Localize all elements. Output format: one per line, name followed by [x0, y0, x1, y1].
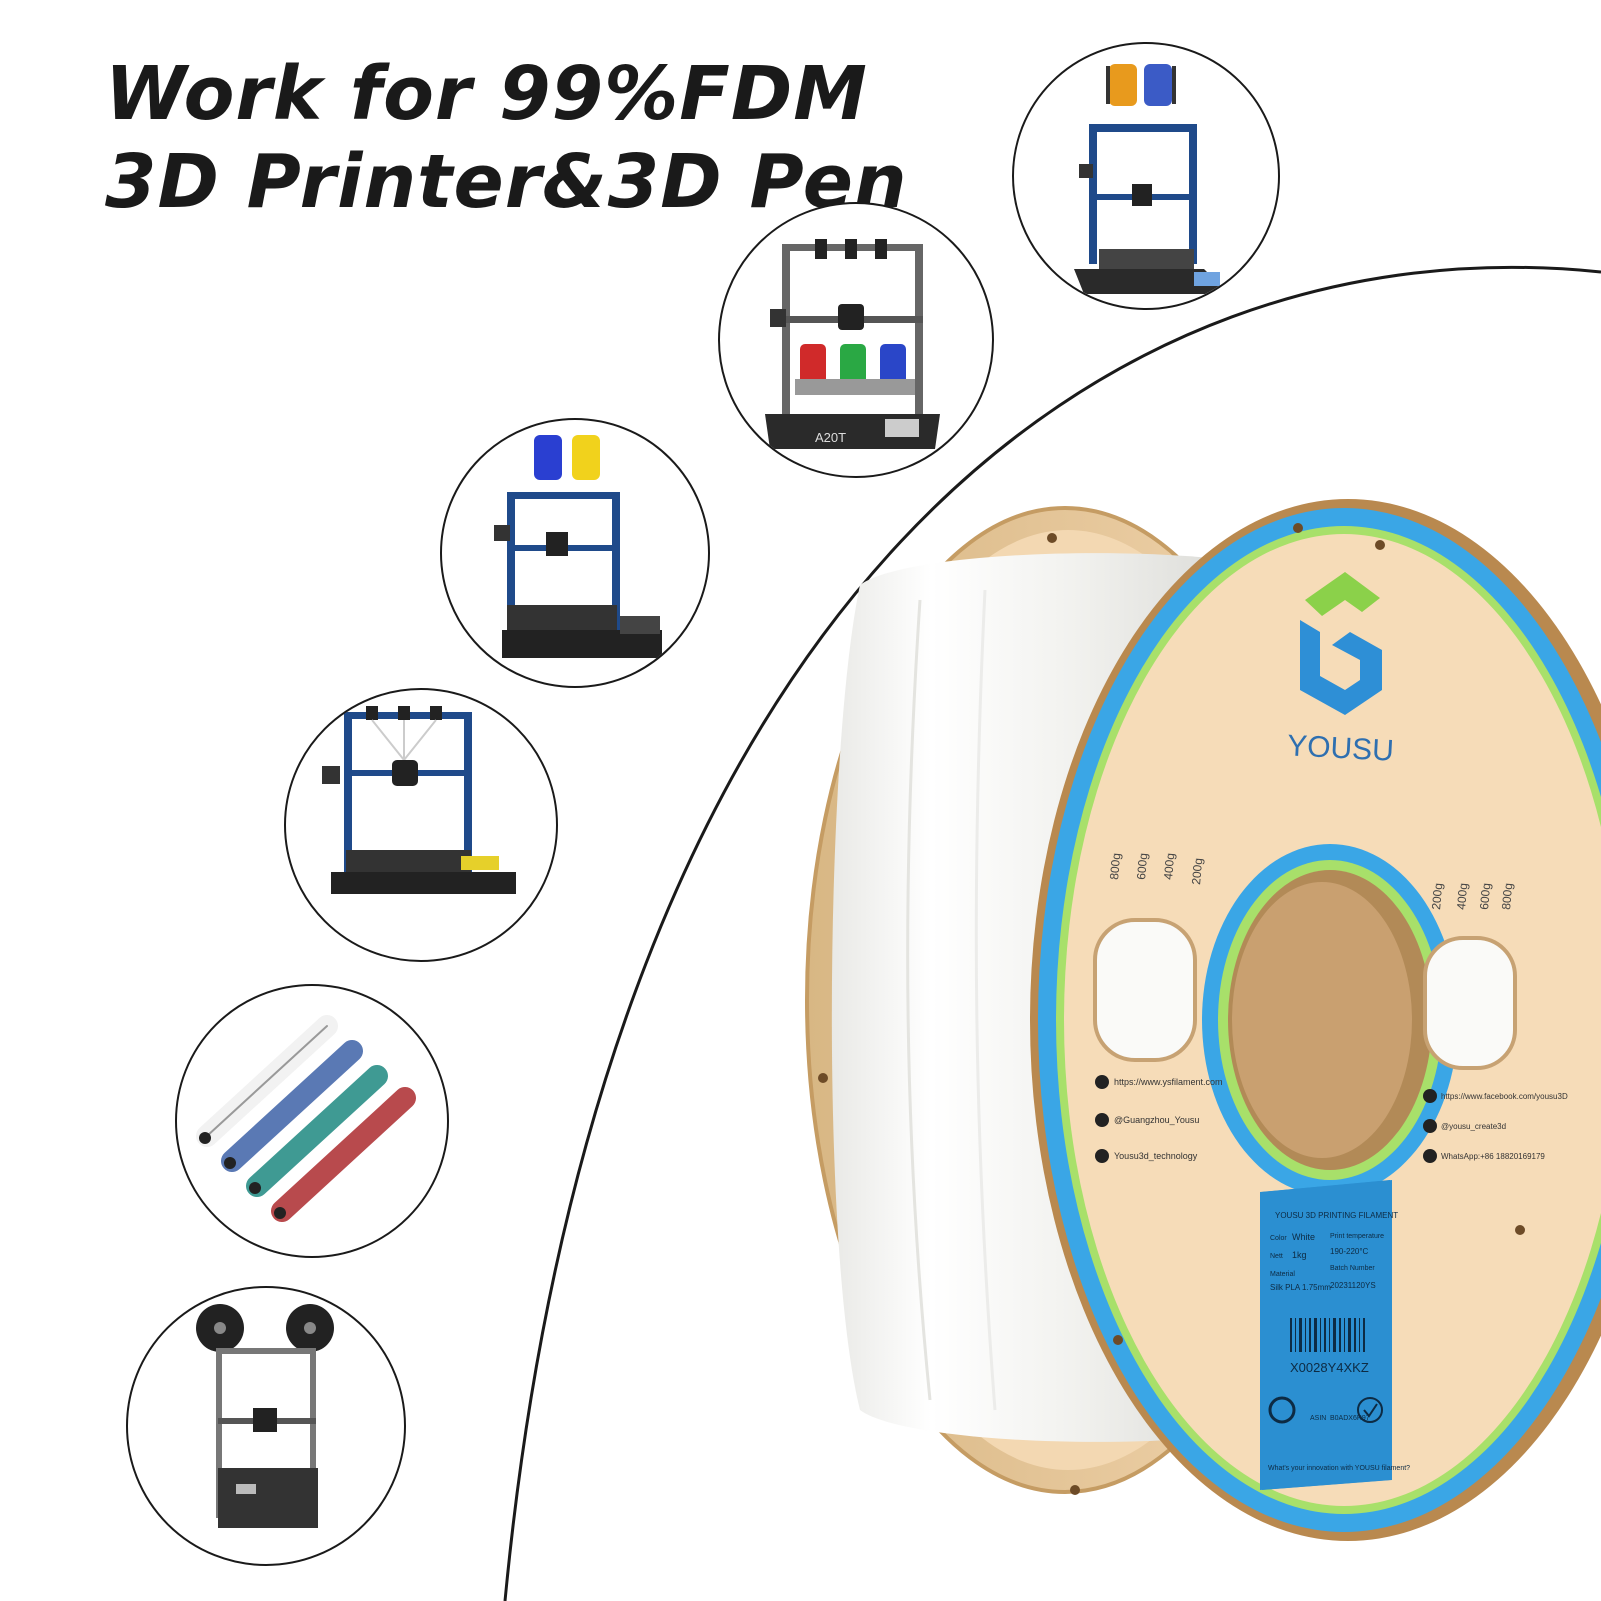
social-text: @Guangzhou_Yousu — [1114, 1115, 1199, 1125]
barcode — [1290, 1318, 1365, 1352]
weight-mark: 600g — [1134, 852, 1150, 880]
product-label: YOUSU 3D PRINTING FILAMENT Color White N… — [1260, 1180, 1410, 1490]
printer-circle-4 — [284, 688, 558, 962]
printer-circle-2: A20T — [718, 202, 994, 478]
weight-mark: 800g — [1499, 882, 1515, 910]
label-title: YOUSU 3D PRINTING FILAMENT — [1275, 1211, 1398, 1220]
headline: Work for 99%FDM 3D Printer&3D Pen — [105, 50, 908, 226]
label-asin-key: ASIN — [1310, 1415, 1326, 1422]
social-text: Yousu3d_technology — [1114, 1151, 1198, 1161]
a20t-printer-image: A20T — [765, 239, 940, 449]
facebook-icon — [1095, 1113, 1109, 1127]
weight-mark: 600g — [1477, 882, 1493, 910]
recycle-icon — [1268, 1396, 1296, 1424]
social-text: WhatsApp:+86 18820169179 — [1441, 1152, 1545, 1161]
headline-line-2: 3D Printer&3D Pen — [105, 139, 908, 225]
large-format-printer-image — [196, 1304, 334, 1528]
twitter-icon — [1423, 1089, 1437, 1103]
whatsapp-icon — [1423, 1149, 1437, 1163]
label-color-key: Color — [1270, 1235, 1287, 1242]
weight-mark: 200g — [1429, 882, 1445, 910]
label-color-value: White — [1292, 1232, 1315, 1242]
barcode-text: X0028Y4XKZ — [1290, 1360, 1369, 1375]
social-text: @yousu_create3d — [1441, 1122, 1506, 1131]
tiktok-icon — [1095, 1149, 1109, 1163]
weight-marks-left: 800g 600g 400g 200g — [1107, 852, 1205, 885]
label-batch-key: Batch Number — [1330, 1265, 1375, 1272]
label-net-value: 1kg — [1292, 1250, 1307, 1260]
weight-marks-right: 200g 400g 600g 800g — [1429, 882, 1515, 910]
a20t-label: A20T — [815, 430, 846, 445]
weight-mark: 400g — [1454, 882, 1470, 910]
label-footer: What's your innovation with YOUSU filame… — [1268, 1465, 1410, 1472]
label-material-value: Silk PLA 1.75mm — [1270, 1283, 1331, 1292]
label-temp-value: 190-220°C — [1330, 1247, 1369, 1256]
label-material-key: Material — [1270, 1271, 1295, 1278]
dual-spool-printer-image — [1074, 64, 1229, 294]
dual-color-printer-image — [494, 435, 662, 658]
weight-mark: 200g — [1189, 857, 1205, 885]
label-net-key: Nett — [1270, 1253, 1283, 1260]
printer-circle-3 — [440, 418, 710, 688]
window-left — [1093, 918, 1197, 1062]
weight-mark: 400g — [1161, 852, 1177, 880]
instagram-icon — [1423, 1119, 1437, 1133]
social-text: https://www.facebook.com/yousu3D — [1441, 1092, 1568, 1101]
weight-mark: 800g — [1107, 852, 1123, 880]
social-right: https://www.facebook.com/yousu3D @yousu_… — [1423, 1089, 1568, 1163]
triple-extruder-printer-image — [322, 706, 516, 894]
yousu-logo-icon — [1300, 572, 1382, 715]
divider-arc — [503, 265, 1601, 1601]
pen-circle — [175, 984, 449, 1258]
check-badge-icon — [1357, 1397, 1383, 1423]
window-right — [1423, 936, 1517, 1070]
label-temp-key: Print temperature — [1330, 1233, 1384, 1240]
social-text: https://www.ysfilament.com — [1114, 1077, 1223, 1087]
3d-pens-image — [196, 1015, 416, 1222]
brand-name: YOUSU — [1286, 729, 1394, 768]
label-batch-value: 20231120YS — [1330, 1281, 1376, 1290]
social-left: https://www.ysfilament.com @Guangzhou_Yo… — [1095, 1075, 1223, 1163]
printer-circle-1 — [1012, 42, 1280, 310]
web-icon — [1095, 1075, 1109, 1089]
label-asin-value: B0ADX6R97 — [1330, 1415, 1370, 1422]
headline-line-1: Work for 99%FDM — [105, 51, 868, 137]
printer-circle-6 — [126, 1286, 406, 1566]
